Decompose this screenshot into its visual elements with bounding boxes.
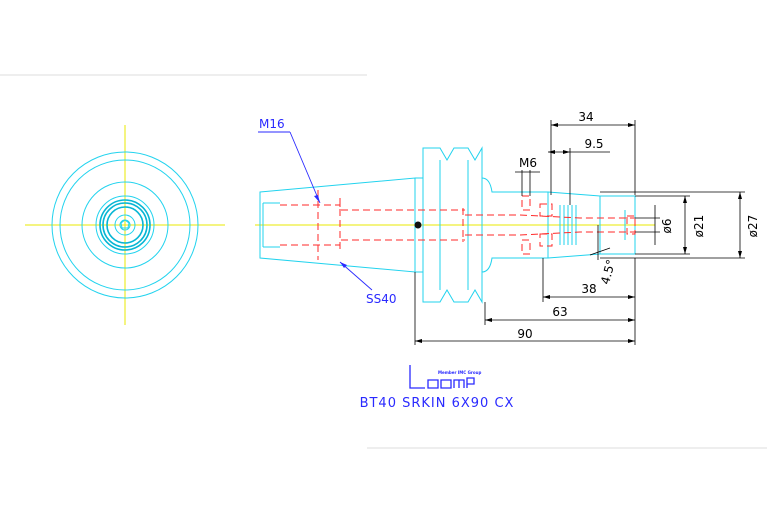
dim-38: 38 xyxy=(581,282,596,296)
thread-callout: M16 xyxy=(259,117,285,131)
dim-63: 63 xyxy=(552,305,567,319)
part-title: BT40 SRKIN 6X90 CX xyxy=(360,396,515,411)
dim-dia21: ø21 xyxy=(692,215,706,238)
callouts: M16 SS40 xyxy=(258,117,397,306)
dim-m6: M6 xyxy=(519,156,537,170)
side-view xyxy=(255,146,655,304)
brand-logo: Member IMC Group xyxy=(409,365,481,389)
frame xyxy=(0,74,767,449)
center-hole xyxy=(414,221,422,229)
dim-dia27: ø27 xyxy=(746,215,760,238)
dim-34: 34 xyxy=(578,110,593,124)
taper-callout: SS40 xyxy=(366,292,397,306)
dim-9-5: 9.5 xyxy=(584,137,603,151)
dim-90: 90 xyxy=(517,327,532,341)
dimensions: 34 9.5 M6 ø6 ø21 ø27 4.5° 38 63 90 xyxy=(414,110,760,345)
end-view xyxy=(25,125,225,325)
dim-angle: 4.5° xyxy=(598,258,618,286)
logo-tagline: Member IMC Group xyxy=(438,370,481,375)
dim-dia6: ø6 xyxy=(660,219,674,234)
